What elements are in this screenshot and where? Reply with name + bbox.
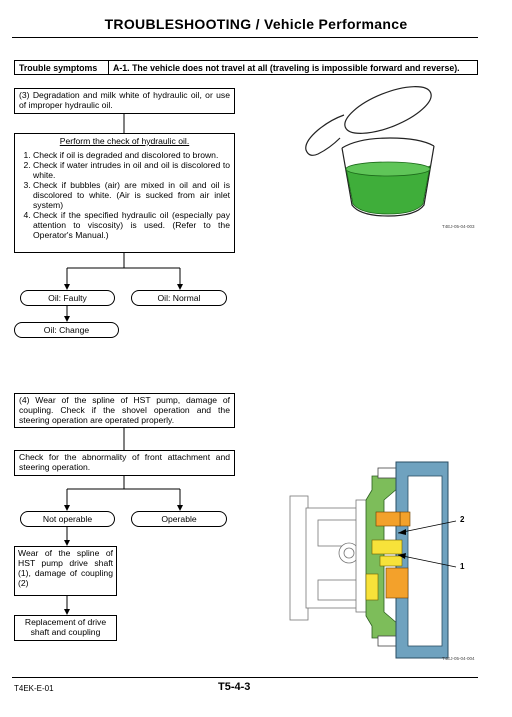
oil-normal-result: Oil: Normal	[131, 290, 227, 306]
footer-code: T4EK-E-01	[14, 684, 54, 693]
spline-wear-diagnosis-text: Wear of the spline of HST pump drive sha…	[18, 548, 113, 588]
oil-check-item: Check if the specified hydraulic oil (es…	[33, 210, 230, 240]
front-attachment-check-text: Check for the abnormality of front attac…	[19, 452, 230, 472]
replacement-remedy-box: Replacement of drive shaft and coupling	[14, 615, 117, 641]
not-operable-result: Not operable	[20, 511, 115, 527]
oil-check-box: Perform the check of hydraulic oil. Chec…	[14, 133, 235, 253]
oil-check-list: Check if oil is degraded and discolored …	[19, 150, 230, 240]
oil-faulty-result: Oil: Faulty	[20, 290, 115, 306]
front-attachment-check-box: Check for the abnormality of front attac…	[14, 450, 235, 476]
oil-check-item: Check if water intrudes in oil and oil i…	[33, 160, 230, 180]
figure-3-caption: T4EJ-05-04-003	[442, 224, 475, 229]
symptoms-text: A-1. The vehicle does not travel at all …	[113, 63, 460, 73]
callout-2-label: 2	[460, 515, 465, 524]
cause-4-box: (4) Wear of the spline of HST pump, dama…	[14, 393, 235, 428]
replacement-remedy-text: Replacement of drive shaft and coupling	[24, 617, 107, 637]
callout-1-label: 1	[460, 562, 465, 571]
oil-check-item: Check if oil is degraded and discolored …	[33, 150, 230, 160]
page-title: TROUBLESHOOTING / Vehicle Performance	[104, 16, 408, 32]
symptoms-label: Trouble symptoms	[15, 61, 109, 74]
cause-4-text: (4) Wear of the spline of HST pump, dama…	[19, 395, 230, 425]
page-number: T5-4-3	[218, 681, 251, 693]
cause-3-text: (3) Degradation and milk white of hydrau…	[19, 90, 230, 110]
oil-change-remedy: Oil: Change	[14, 322, 119, 338]
title-rule	[12, 37, 478, 38]
footer-rule	[12, 677, 478, 678]
figure-4-caption: T4EJ-05-04-004	[442, 656, 475, 661]
operable-result: Operable	[131, 511, 227, 527]
oil-check-item: Check if bubbles (air) are mixed in oil …	[33, 180, 230, 210]
spline-wear-diagnosis-box: Wear of the spline of HST pump drive sha…	[14, 546, 117, 596]
cause-3-box: (3) Degradation and milk white of hydrau…	[14, 88, 235, 114]
oil-check-title: Perform the check of hydraulic oil.	[59, 136, 190, 146]
trouble-symptoms-table: Trouble symptoms A-1. The vehicle does n…	[14, 60, 478, 75]
